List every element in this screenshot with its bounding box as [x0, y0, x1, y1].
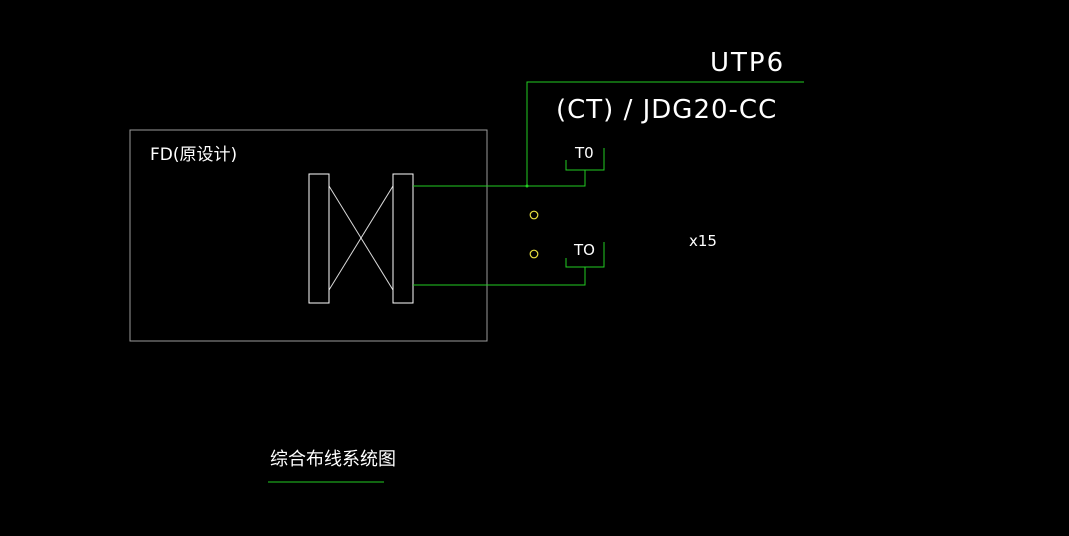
fd-label: FD(原设计) [150, 145, 237, 165]
cable-type-label: UTP6 [710, 48, 785, 78]
outlet-label-1: T0 [574, 144, 594, 162]
outlet-bracket-2 [565, 242, 605, 268]
fd-frame [129, 129, 488, 342]
continuation-node-2 [529, 249, 539, 259]
continuation-node-1 [529, 210, 539, 220]
patch-panel-right-bar [392, 173, 414, 304]
patch-cross-line-2 [328, 185, 394, 291]
outlet-multiplier: x15 [689, 232, 717, 250]
patch-panel-left-bar [308, 173, 330, 304]
patch-panel-symbol [308, 173, 414, 304]
diagram-title: 综合布线系统图 [270, 449, 396, 470]
lower-cable-run [413, 267, 586, 286]
leader-junction-dot [525, 184, 529, 188]
upper-cable-run [413, 170, 586, 187]
conduit-label: (CT) / JDG20-CC [556, 95, 777, 125]
cable-wiring [413, 81, 804, 286]
outlet-bracket-1 [565, 148, 605, 171]
outlet-label-2: TO [573, 241, 595, 259]
cable-leader-line [526, 81, 804, 186]
